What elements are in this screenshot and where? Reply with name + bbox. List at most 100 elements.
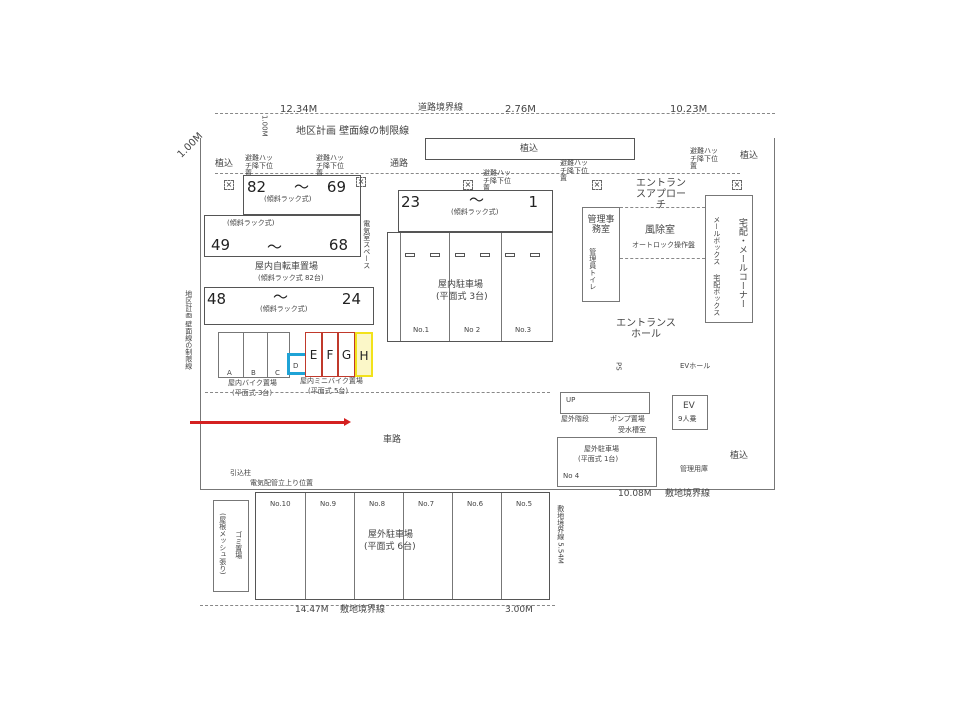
autolock-label: オートロック操作盤	[632, 241, 695, 249]
dim-bottom-left: 14.47M	[295, 605, 329, 615]
hatch-icon: ×	[463, 180, 473, 190]
dim-top-right: 10.23M	[670, 104, 708, 115]
wall-line-side-label: 地区計画 壁面線の制限線	[184, 290, 193, 370]
pump-room-label: ポンプ置場	[610, 415, 645, 423]
windbreak-line	[620, 258, 705, 259]
outdoor-parking-label: 屋外駐車場	[368, 530, 414, 540]
mailbox-label: メールボックス	[712, 216, 721, 265]
hatch-label-4: 避難ハッチ降下位置	[560, 159, 588, 183]
moto-slots: A B C	[218, 332, 290, 378]
outdoor-parking-1-sub: (平面式 1台)	[578, 455, 619, 463]
pull-in-pole-label: 引込柱	[230, 469, 251, 477]
space-no5: No.5	[516, 500, 533, 508]
bike-rack-48-24: 48 〜 24 (傾斜ラック式)	[204, 287, 374, 325]
rack-tilde: 〜	[294, 178, 310, 196]
space-no3: No.3	[515, 326, 532, 334]
slot-d-highlight	[287, 353, 305, 375]
rack-tilde: 〜	[267, 238, 283, 256]
boundary-dash	[205, 392, 550, 393]
electric-pipe-label: 電気配管立上り位置	[250, 479, 313, 487]
building-outline	[200, 138, 775, 490]
outdoor-parking-1-label: 屋外駐車場	[584, 445, 619, 453]
space-no4: No 4	[563, 472, 580, 480]
rack-start: 23	[401, 193, 421, 211]
rack-end: 68	[328, 236, 348, 254]
mini-moto-label: 屋内ミニバイク置場	[300, 377, 363, 385]
planting-top-right: 植込	[740, 151, 759, 161]
garbage-label: ゴミ置場	[234, 531, 243, 559]
windbreak-line	[620, 207, 705, 208]
space-no7: No.7	[418, 500, 435, 508]
rack-end: 1	[528, 193, 538, 211]
rack-tilde: 〜	[469, 191, 485, 209]
outdoor-parking: No.10 No.9 No.8 No.7 No.6 No.5 屋外駐車場 (平面…	[255, 492, 550, 600]
mail-corner: メールボックス 宅配ボックス 宅配・メールコーナー	[705, 195, 753, 323]
rack-start: 49	[211, 236, 231, 254]
bike-parking-sub: (傾斜ラック式 82台)	[258, 274, 324, 282]
passage-line	[215, 173, 740, 174]
slot-a: A	[227, 369, 232, 377]
hatch-icon: ×	[592, 180, 602, 190]
rack-start: 82	[247, 178, 267, 196]
planting-right: 植込	[730, 451, 749, 461]
entrance-approach-1: エントランスアプローチ	[632, 178, 690, 211]
stairs: UP	[560, 392, 650, 414]
arrow-head-icon	[344, 418, 351, 426]
bike-parking-label: 屋内自転車置場	[255, 262, 319, 272]
planting-strip	[425, 138, 635, 160]
ev-capacity: 9人乗	[678, 415, 697, 423]
hatch-label-5: 避難ハッチ降下位置	[690, 147, 718, 171]
dim-top-mid: 2.76M	[505, 104, 536, 115]
space-no9: No.9	[320, 500, 337, 508]
slot-c: C	[275, 369, 280, 377]
garbage-area: (屋根メッシュ張り) ゴミ置場	[213, 500, 249, 592]
windbreak-label: 風除室	[645, 225, 675, 236]
up-label: UP	[566, 396, 576, 404]
dim-offset: 1.00M	[260, 115, 269, 137]
dim-bottom-left-label: 敷地境界線	[340, 605, 386, 615]
moto-parking-sub: (平面式 3台)	[232, 389, 273, 397]
bottom-boundary	[200, 605, 555, 606]
indoor-parking: 屋内駐車場 (平面式 3台) No.1 No 2 No.3	[387, 232, 553, 342]
planting-top: 植込	[520, 144, 539, 154]
hatch-icon: ×	[732, 180, 742, 190]
rack-tilde: 〜	[273, 288, 289, 306]
mgmt-storage-label: 管理用庫	[680, 465, 708, 473]
mini-moto-sub: (平面式 5台)	[308, 387, 349, 395]
slot-e: E	[305, 332, 322, 377]
indoor-parking-label: 屋内駐車場	[438, 280, 484, 290]
space-no1: No.1	[413, 326, 430, 334]
hatch-label-2: 避難ハッチ降下位置	[316, 154, 344, 178]
slot-d: D	[293, 362, 299, 370]
outdoor-parking-1: 屋外駐車場 (平面式 1台) No 4	[557, 437, 657, 487]
rack-type: (傾斜ラック式)	[264, 195, 312, 203]
office-label: 管理事務室	[587, 215, 615, 235]
entrance-approach-label: エントランスアプローチ	[636, 178, 686, 211]
ps-label: PS	[614, 362, 623, 371]
bike-rack-82-69: 82 〜 69 (傾斜ラック式)	[243, 175, 361, 215]
ev-hall-label: EVホール	[680, 362, 711, 370]
outdoor-stairs-label: 屋外階段	[561, 415, 589, 423]
space-no6: No.6	[467, 500, 484, 508]
slot-f: F	[322, 332, 338, 377]
elevator: EV 9人乗	[672, 395, 708, 430]
space-no8: No.8	[369, 500, 386, 508]
rack-start: 48	[207, 290, 227, 308]
rack-type: (傾斜ラック式)	[260, 305, 308, 313]
dim-top-left: 12.34M	[280, 104, 318, 115]
garbage-sub: (屋根メッシュ張り)	[218, 513, 227, 575]
space-no2: No 2	[464, 326, 481, 334]
slot-h: H	[355, 332, 373, 377]
mail-corner-label: 宅配・メールコーナー	[736, 218, 747, 308]
rack-end: 69	[326, 178, 346, 196]
wall-line-label: 地区計画 壁面線の制限線	[296, 126, 410, 137]
planting-left: 植込	[215, 159, 234, 169]
road-boundary-label: 道路境界線	[418, 103, 464, 113]
entrance-hall-label: エントランスホール	[616, 318, 676, 340]
hatch-icon: ×	[224, 180, 234, 190]
bike-rack-49-68: (傾斜ラック式) 49 〜 68	[204, 215, 361, 257]
rack-end: 24	[341, 290, 361, 308]
outdoor-parking-sub: (平面式 6台)	[364, 542, 416, 552]
office-room: 管理事務室 管理員トイレ	[582, 207, 620, 302]
driveway-label: 車路	[383, 435, 402, 445]
